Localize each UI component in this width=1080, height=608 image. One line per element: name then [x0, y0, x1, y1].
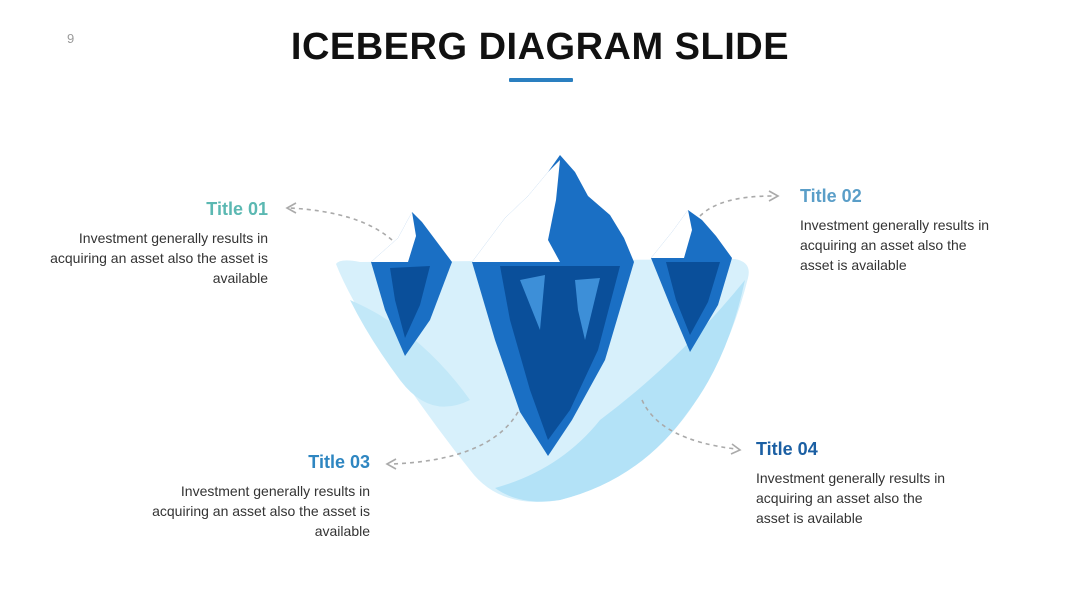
callout-title-02: Title 02 [800, 186, 862, 206]
callout-text-01: Investment generally results in acquirin… [50, 230, 268, 286]
callout-03: Title 03 Investment generally results in… [130, 452, 370, 541]
callout-title-03: Title 03 [308, 452, 370, 472]
connectors [289, 195, 773, 465]
connector-04 [641, 399, 737, 450]
connector-02 [699, 195, 773, 217]
callout-02: Title 02 Investment generally results in… [800, 186, 1040, 275]
connector-01 [289, 207, 393, 241]
iceberg-left [371, 212, 452, 356]
water-shading [495, 280, 745, 502]
arrowhead-02 [768, 190, 780, 202]
callout-text-04: Investment generally results in acquirin… [756, 470, 946, 526]
slide-number: 9 [67, 31, 75, 46]
connector-arrowheads [285, 190, 780, 470]
callout-04: Title 04 Investment generally results in… [756, 439, 996, 528]
callout-title-04: Title 04 [756, 439, 818, 459]
title-underline [509, 78, 573, 82]
callout-text-03: Investment generally results in acquirin… [152, 483, 370, 539]
callout-text-02: Investment generally results in acquirin… [800, 217, 990, 273]
connector-03 [391, 411, 519, 465]
arrowhead-01 [285, 202, 297, 214]
callout-title-01: Title 01 [206, 199, 268, 219]
arrowhead-04 [730, 443, 742, 455]
slide-title: ICEBERG DIAGRAM SLIDE [290, 26, 790, 68]
water-shading-left [350, 300, 470, 407]
iceberg-center [472, 155, 634, 456]
callout-01: Title 01 Investment generally results in… [28, 199, 268, 288]
arrowhead-03 [385, 458, 397, 470]
iceberg-right [651, 210, 732, 352]
